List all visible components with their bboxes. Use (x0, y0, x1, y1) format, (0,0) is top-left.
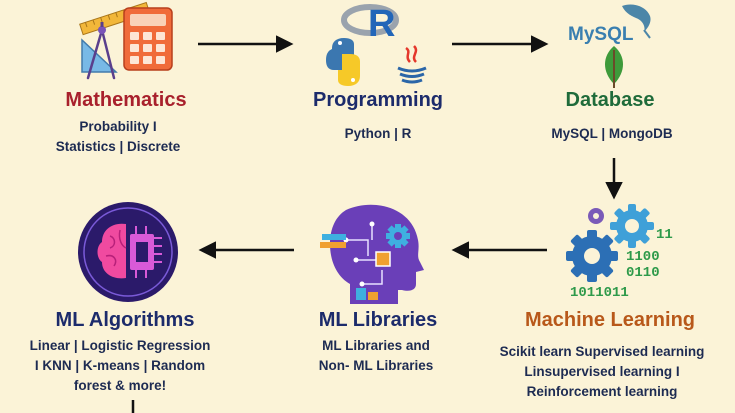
mysql-logo-text: MySQL (568, 24, 634, 45)
machine-learning-title: Machine Learning (524, 309, 696, 331)
large-gear-icon (566, 230, 618, 282)
python-r-java-icon: R (326, 3, 427, 86)
mathematics-desc-line1: Probability I (79, 119, 157, 134)
mysql-mongodb-icon: MySQL (568, 4, 651, 88)
gears-binary-icon: 11 1100 0110 1011011 (566, 204, 673, 301)
programming-desc: Python | R (345, 124, 412, 144)
calculator-compass-icon (79, 1, 173, 80)
machine-learning-desc: Scikit learn Supervised learning Linsupe… (500, 342, 705, 402)
small-gear-icon (588, 208, 604, 224)
database-desc: MySQL | MongoDB (551, 124, 672, 144)
database-title: Database (565, 89, 655, 111)
binary-row-1: 11 (656, 227, 673, 243)
ai-head-icon (320, 204, 424, 304)
brain-chip-icon (78, 202, 178, 302)
ml-libraries-desc-line2: Non- ML Libraries (318, 358, 434, 373)
mathematics-title: Mathematics (65, 89, 187, 111)
database-desc-line1: MySQL | MongoDB (551, 126, 673, 141)
binary-row-2: 1100 (626, 249, 660, 265)
head-gear-icon (386, 224, 410, 248)
ml-libraries-desc: ML Libraries and Non- ML Libraries (319, 336, 434, 376)
ml-algorithms-desc-line1: Linear | Logistic Regression (29, 338, 211, 353)
ml-libraries-title: ML Libraries (318, 309, 438, 331)
machine-learning-desc-line3: Reinforcement learning (526, 384, 678, 399)
machine-learning-desc-line1: Scikit learn Supervised learning (499, 344, 705, 359)
ml-algorithms-desc-line3: forest & more! (73, 378, 167, 393)
mathematics-desc-line2: Statistics | Discrete (55, 139, 181, 154)
binary-row-3: 0110 (626, 265, 660, 281)
ml-algorithms-desc: Linear | Logistic Regression I KNN | K-m… (30, 336, 211, 396)
binary-row-4: 1011011 (570, 285, 629, 301)
programming-title: Programming (312, 89, 444, 111)
svg-text:R: R (368, 3, 395, 45)
ml-algorithms-desc-line2: I KNN | K-means | Random (34, 358, 206, 373)
ml-algorithms-title: ML Algorithms (55, 309, 195, 331)
machine-learning-desc-line2: Linsupervised learning I (524, 364, 680, 379)
programming-desc-line1: Python | R (344, 126, 412, 141)
blue-gear-icon (610, 204, 654, 248)
mathematics-desc: Probability I Statistics | Discrete (56, 117, 181, 157)
ml-libraries-desc-line1: ML Libraries and (322, 338, 430, 353)
